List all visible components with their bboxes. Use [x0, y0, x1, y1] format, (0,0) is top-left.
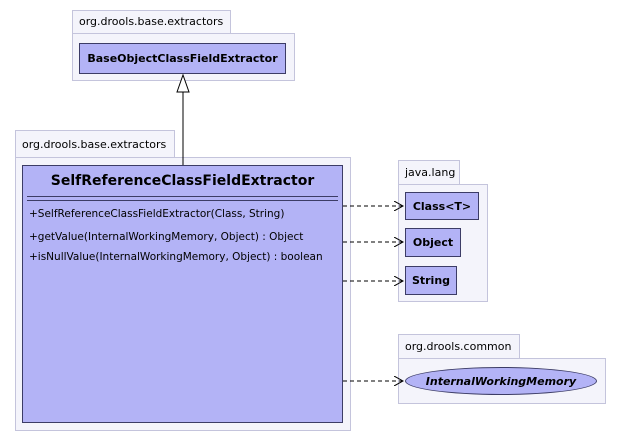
package-tab-drools-common: org.drools.common [398, 334, 520, 358]
attributes-separator [27, 196, 338, 197]
class-name-base: BaseObjectClassFieldExtractor [87, 52, 278, 65]
interface-name: InternalWorkingMemory [425, 374, 577, 388]
package-label-top: org.drools.base.extractors [79, 15, 224, 28]
class-name-object: Object [412, 236, 454, 249]
package-tab-java-lang: java.lang [398, 160, 460, 184]
package-label-main: org.drools.base.extractors [22, 138, 167, 151]
class-name-string: String [411, 274, 451, 287]
class-base-object-class-field-extractor[interactable]: BaseObjectClassFieldExtractor [79, 43, 286, 74]
package-tab-top: org.drools.base.extractors [72, 10, 231, 33]
class-name-class-t: Class<T> [412, 199, 472, 213]
constructor-item: +SelfReferenceClassFieldExtractor(Class,… [29, 208, 285, 220]
class-self-reference-class-field-extractor[interactable]: SelfReferenceClassFieldExtractor +SelfRe… [22, 165, 343, 423]
inheritance-arrowhead-icon [176, 73, 190, 93]
package-label-drools-common: org.drools.common [405, 340, 512, 353]
method-item-get-value: +getValue(InternalWorkingMemory, Object)… [29, 231, 304, 243]
package-tab-main: org.drools.base.extractors [15, 130, 175, 157]
class-name-main: SelfReferenceClassFieldExtractor [50, 173, 315, 189]
interface-internal-working-memory[interactable]: InternalWorkingMemory [405, 367, 597, 395]
class-java-lang-class[interactable]: Class<T> [405, 192, 479, 220]
operations-separator [27, 200, 338, 201]
class-members: +SelfReferenceClassFieldExtractor(Class,… [23, 201, 342, 264]
package-label-java-lang: java.lang [405, 166, 456, 179]
method-item-is-null-value: +isNullValue(InternalWorkingMemory, Obje… [29, 251, 323, 263]
class-java-lang-object[interactable]: Object [405, 228, 461, 257]
class-java-lang-string[interactable]: String [405, 266, 457, 295]
